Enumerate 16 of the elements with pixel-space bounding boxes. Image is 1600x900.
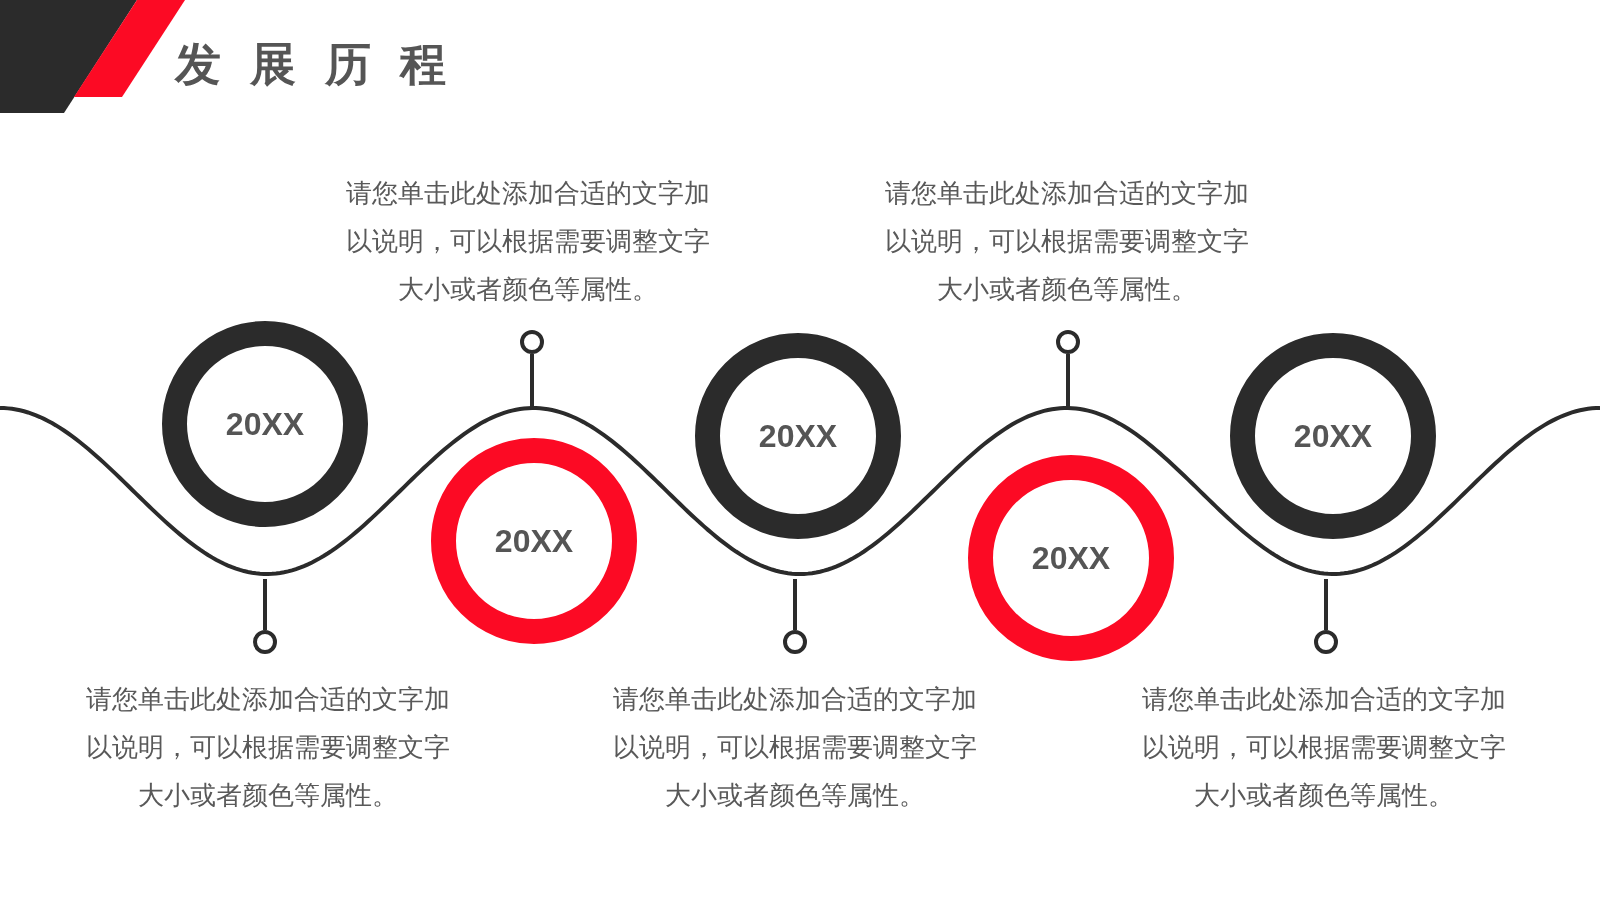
description-text: 请您单击此处添加合适的文字加以说明，可以根据需要调整文字大小或者颜色等属性。 <box>884 177 1250 306</box>
year-text: 20XX <box>225 408 305 440</box>
year-text: 20XX <box>1031 542 1111 574</box>
description-text: 请您单击此处添加合适的文字加以说明，可以根据需要调整文字大小或者颜色等属性。 <box>612 683 978 812</box>
year-text: 20XX <box>758 420 838 452</box>
year-text: 20XX <box>494 525 574 557</box>
timeline-ring <box>695 333 901 539</box>
timeline-ring <box>162 321 368 527</box>
timeline-ring <box>1230 333 1436 539</box>
year-text: 20XX <box>1293 420 1373 452</box>
timeline-ring <box>431 438 637 644</box>
description-text: 请您单击此处添加合适的文字加以说明，可以根据需要调整文字大小或者颜色等属性。 <box>1141 683 1507 812</box>
description-text: 请您单击此处添加合适的文字加以说明，可以根据需要调整文字大小或者颜色等属性。 <box>345 177 711 306</box>
timeline-ring <box>968 455 1174 661</box>
description-text: 请您单击此处添加合适的文字加以说明，可以根据需要调整文字大小或者颜色等属性。 <box>85 683 451 812</box>
page-title: 发展历程 <box>175 36 475 92</box>
